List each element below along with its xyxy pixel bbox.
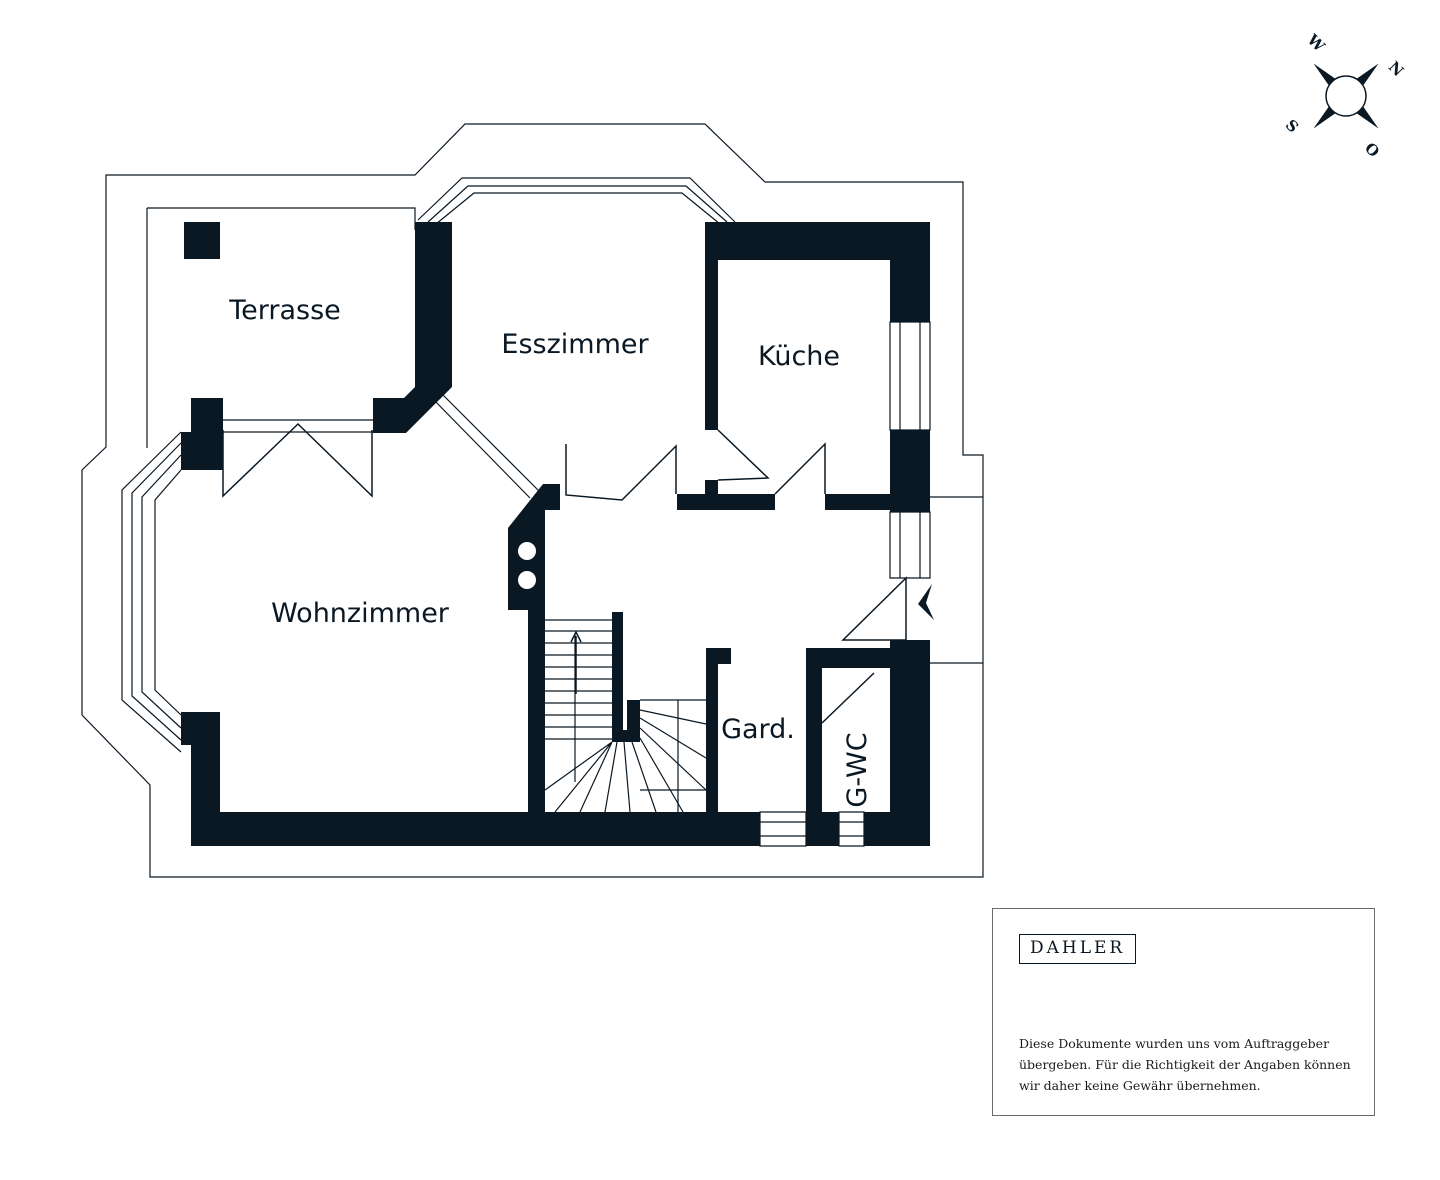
compass-north-label: N [1385, 58, 1408, 81]
doors [222, 422, 907, 724]
compass-east-label: O [1361, 139, 1383, 161]
room-label-esszimmer: Esszimmer [501, 329, 649, 360]
compass-circle [1325, 75, 1367, 117]
room-label-terrasse: Terrasse [228, 295, 341, 326]
room-label-g-wc: G-WC [842, 732, 873, 807]
staircase [544, 619, 707, 813]
info-box: DAHLER Diese Dokumente wurden uns vom Au… [992, 908, 1375, 1116]
bay-window-wohnzimmer [121, 431, 182, 753]
entrance-arrow-icon [918, 584, 934, 620]
windows [223, 321, 931, 847]
disclaimer-text: Diese Dokumente wurden uns vom Auftragge… [1019, 1036, 1351, 1093]
kitchen-side-outline [930, 496, 983, 664]
site-outline [81, 123, 984, 878]
diagonal-opening [431, 389, 541, 499]
room-label-wohnzimmer: Wohnzimmer [271, 598, 450, 629]
compass-south-label: S [1282, 116, 1302, 136]
compass-west-label: W [1303, 30, 1329, 56]
stairs-direction-arrow-icon [570, 630, 582, 694]
room-label-kueche: Küche [758, 341, 840, 372]
flue-circle [518, 571, 536, 589]
walls [181, 222, 930, 846]
flue-circle [518, 542, 536, 560]
bay-window-esszimmer [417, 177, 736, 225]
compass-rose: N O S W [1282, 30, 1408, 161]
dahler-logo: DAHLER [1019, 934, 1137, 964]
room-label-garderobe: Gard. [721, 714, 795, 745]
